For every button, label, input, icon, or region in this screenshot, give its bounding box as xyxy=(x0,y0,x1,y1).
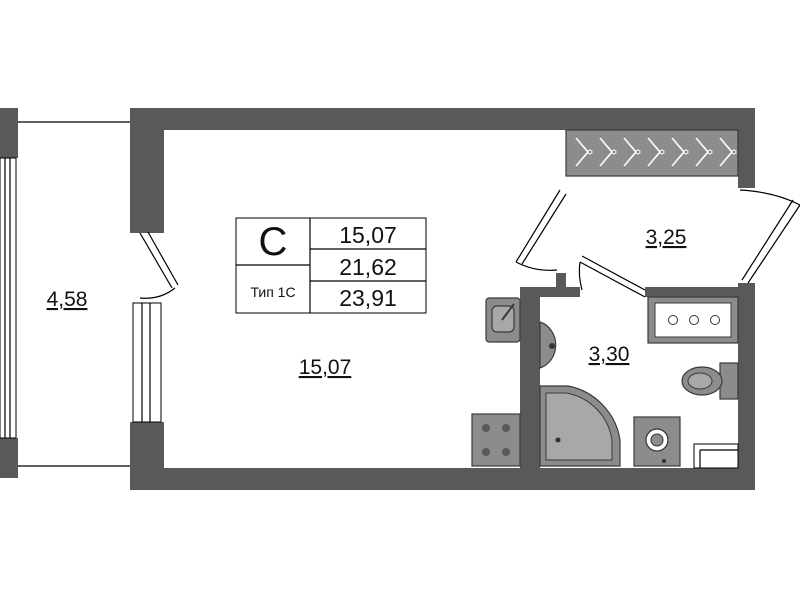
shower-tray xyxy=(539,385,621,467)
shaft xyxy=(693,443,739,469)
washbasin xyxy=(539,321,557,369)
legend-type-name: Тип 1С xyxy=(250,284,295,300)
room-window xyxy=(132,302,162,423)
wardrobe xyxy=(565,129,739,177)
hallway-area-label: 3,25 xyxy=(646,226,687,249)
balcony-window xyxy=(0,157,17,439)
boiler xyxy=(633,416,681,467)
hanger-hook-icon xyxy=(731,149,737,155)
washing-machine-shelf xyxy=(647,296,739,344)
balcony-wall-left-top xyxy=(0,108,18,158)
toilet xyxy=(681,362,739,400)
legend-type-letter: С xyxy=(259,220,288,264)
hall-door-right xyxy=(739,189,800,284)
hanger-hook-icon xyxy=(707,149,713,155)
walls xyxy=(130,108,755,490)
area-legend: С Тип 1С 15,07 21,62 23,91 xyxy=(235,217,427,314)
hanger-hook-icon xyxy=(659,149,665,155)
hall-door-left xyxy=(515,189,567,271)
bathroom-door xyxy=(578,255,646,298)
stove xyxy=(471,413,521,467)
hanger-hook-icon xyxy=(635,149,641,155)
bathroom-area-label: 3,30 xyxy=(589,343,630,366)
hanger-hook-icon xyxy=(611,149,617,155)
balcony xyxy=(0,108,130,478)
hanger-hook-icon xyxy=(683,149,689,155)
legend-area-with-balcony: 23,91 xyxy=(339,285,397,311)
balcony-wall-left-bottom xyxy=(0,438,18,478)
balcony-area-label: 4,58 xyxy=(47,288,88,311)
main-room-area-label: 15,07 xyxy=(299,356,352,379)
kitchen-sink xyxy=(485,297,521,343)
legend-area-living: 15,07 xyxy=(339,222,397,248)
balcony-door xyxy=(139,231,179,299)
hanger-hook-icon xyxy=(587,149,593,155)
legend-area-total: 21,62 xyxy=(339,254,397,280)
